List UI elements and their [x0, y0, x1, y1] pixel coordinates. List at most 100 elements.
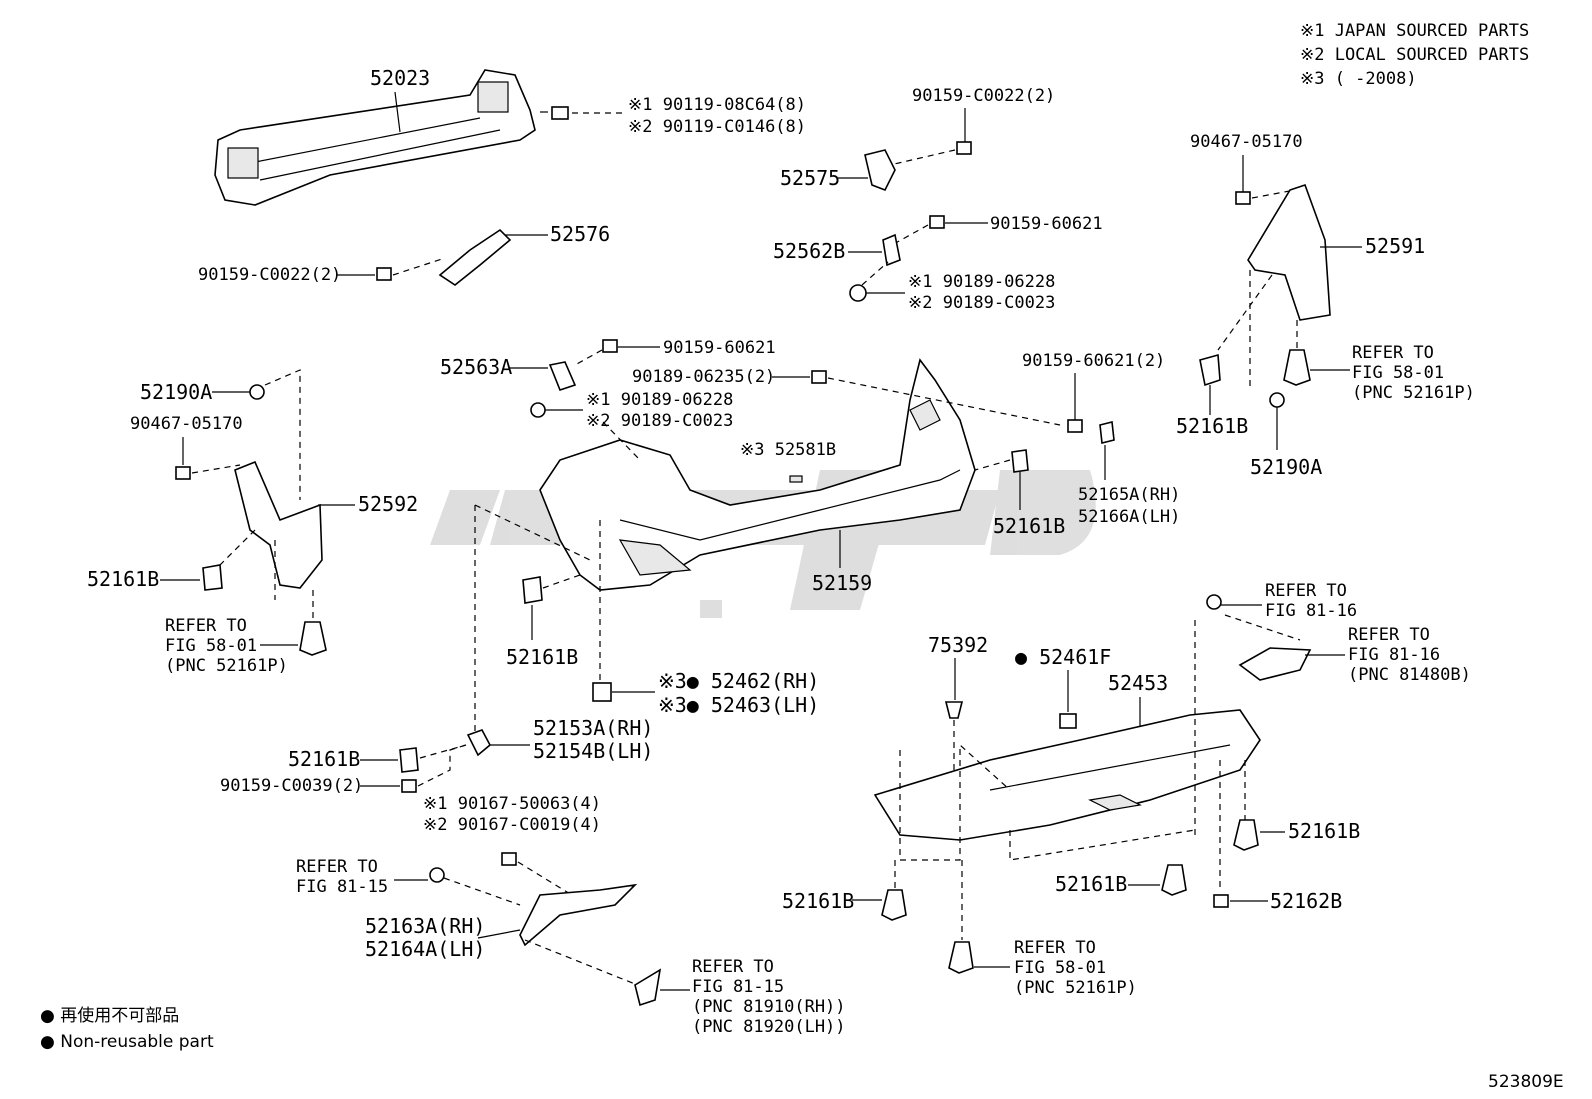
part-52159-bumper-cover[interactable]: [539, 358, 976, 591]
clip-52161b-lr[interactable]: [1233, 819, 1259, 851]
clip-52161b-ll[interactable]: [881, 889, 907, 921]
label-52453: 52453: [1108, 671, 1168, 695]
part-52462-cover[interactable]: [592, 682, 612, 702]
label-refer-5801-b1: REFER TO: [1014, 938, 1096, 958]
label-90159-60621-a: 90159-60621: [990, 214, 1103, 234]
clip-52161b-lowleft[interactable]: [399, 747, 419, 773]
part-52023-reinforcement[interactable]: [214, 69, 536, 206]
clip-90189[interactable]: [849, 284, 867, 302]
label-52161b-left: 52161B: [87, 567, 159, 591]
part-75392-clip[interactable]: [944, 701, 964, 719]
screw-90159-c0022-left[interactable]: [376, 267, 392, 281]
screw-90189-06235[interactable]: [811, 370, 827, 384]
clip-52161p-right[interactable]: [1283, 349, 1311, 386]
label-90167-jp: ※1 90167-50063(4): [423, 794, 601, 814]
nut-8115[interactable]: [429, 867, 445, 883]
clip-90467-left[interactable]: [175, 466, 191, 480]
label-52575: 52575: [780, 166, 840, 190]
screw-90159-60621-a[interactable]: [929, 215, 945, 229]
label-52592: 52592: [358, 492, 418, 516]
label-90167-local: ※2 90167-C0019(4): [423, 815, 601, 835]
clip-52161b-center[interactable]: [1011, 449, 1029, 473]
label-90189-local-b: ※2 90189-C0023: [586, 411, 733, 431]
label-refer-right-1: REFER TO: [1352, 343, 1434, 363]
label-refer-left-1: REFER TO: [165, 616, 247, 636]
clip-52161p-left[interactable]: [299, 621, 327, 656]
label-90159-60621-b: 90159-60621: [663, 338, 776, 358]
screw-90159-c0022[interactable]: [956, 141, 972, 155]
clip-52161b-left[interactable]: [202, 564, 223, 591]
label-refer-left-3: (PNC 52161P): [165, 656, 288, 676]
label-52162b: 52162B: [1270, 889, 1342, 913]
label-bolt-90119-local: ※2 90119-C0146(8): [628, 117, 806, 137]
label-90159-c0039: 90159-C0039(2): [220, 776, 363, 796]
label-refer-8116-b3: (PNC 81480B): [1348, 665, 1471, 685]
label-52161b-lowleft: 52161B: [288, 747, 360, 771]
part-81910-garnish[interactable]: [634, 968, 662, 1007]
label-90467-left: 90467-05170: [130, 414, 243, 434]
label-52161b-ll: 52161B: [782, 889, 854, 913]
label-refer-8115-b2: FIG 81-15: [692, 977, 784, 997]
part-52563a-bracket[interactable]: [548, 361, 577, 391]
screw-90159-60621-2[interactable]: [1067, 419, 1083, 433]
screw-90167[interactable]: [501, 852, 517, 866]
nut-52190a-left[interactable]: [249, 384, 265, 400]
part-81480b-reflector[interactable]: [1238, 647, 1312, 681]
label-90189-jp-a: ※1 90189-06228: [908, 272, 1055, 292]
clip-52161p-lower[interactable]: [948, 941, 974, 974]
label-90189-jp-b: ※1 90189-06228: [586, 390, 733, 410]
part-52461f-plug[interactable]: [1059, 713, 1077, 729]
label-52563a: 52563A: [440, 355, 512, 379]
label-52161b-mid: 52161B: [506, 645, 578, 669]
note-local-sourced: ※2 LOCAL SOURCED PARTS: [1300, 45, 1529, 65]
label-90159-c0022-top: 90159-C0022(2): [912, 86, 1055, 106]
part-52581b-plug[interactable]: [789, 475, 803, 483]
label-52166a: 52166A(LH): [1078, 507, 1180, 527]
label-refer-8115-b4: (PNC 81920(LH)): [692, 1017, 846, 1037]
part-52163a-bracket[interactable]: [519, 883, 638, 947]
part-52162b-clip[interactable]: [1213, 894, 1229, 908]
label-refer-8115-b3: (PNC 81910(RH)): [692, 997, 846, 1017]
label-75392: 75392: [928, 633, 988, 657]
label-refer-right-3: (PNC 52161P): [1352, 383, 1475, 403]
label-52461f: ● 52461F: [1015, 645, 1111, 669]
label-52163a: 52163A(RH): [365, 914, 485, 938]
label-52159: 52159: [812, 571, 872, 595]
part-52576-bracket[interactable]: [438, 228, 512, 286]
label-52463: ※3● 52463(LH): [658, 693, 819, 717]
part-52153a-bracket[interactable]: [466, 729, 492, 757]
label-refer-8116-b2: FIG 81-16: [1348, 645, 1440, 665]
label-refer-8116-a1: REFER TO: [1265, 581, 1347, 601]
note-date-range: ※3 ( -2008): [1300, 69, 1417, 89]
label-52153a: 52153A(RH): [533, 716, 653, 740]
clip-90467-right[interactable]: [1235, 191, 1251, 205]
clip-52161b-right[interactable]: [1199, 353, 1221, 387]
label-90159-60621-2: 90159-60621(2): [1022, 351, 1165, 371]
label-52591: 52591: [1365, 234, 1425, 258]
clip-52161b-mid[interactable]: [522, 576, 543, 604]
part-52575-bracket[interactable]: [864, 149, 896, 192]
bolt-90119[interactable]: [540, 106, 569, 120]
legend-non-reusable-jp: ● 再使用不可部品: [40, 1005, 179, 1026]
nut-8116[interactable]: [1206, 594, 1222, 610]
label-90189-local-a: ※2 90189-C0023: [908, 293, 1055, 313]
label-90159-c0022-left: 90159-C0022(2): [198, 265, 341, 285]
part-52453-lower-cover[interactable]: [873, 709, 1261, 841]
label-52562b: 52562B: [773, 239, 845, 263]
label-90189-06235: 90189-06235(2): [632, 367, 775, 387]
label-52154b: 52154B(LH): [533, 739, 653, 763]
label-52165a: 52165A(RH): [1078, 485, 1180, 505]
nut-52190a-right[interactable]: [1269, 392, 1285, 408]
label-52161b-center: 52161B: [993, 514, 1065, 538]
part-52591-retainer[interactable]: [1247, 183, 1331, 321]
label-52190a-left: 52190A: [140, 380, 212, 404]
part-52562b-bracket[interactable]: [882, 233, 901, 267]
clip-52161b-lc[interactable]: [1161, 864, 1187, 896]
part-52165a-plug[interactable]: [1099, 421, 1115, 444]
part-52592-retainer[interactable]: [234, 460, 323, 589]
screw-90159-c0039[interactable]: [401, 779, 417, 793]
screw-90159-60621-b[interactable]: [602, 339, 618, 353]
label-refer-left-2: FIG 58-01: [165, 636, 257, 656]
clip-90189-b[interactable]: [530, 402, 546, 418]
